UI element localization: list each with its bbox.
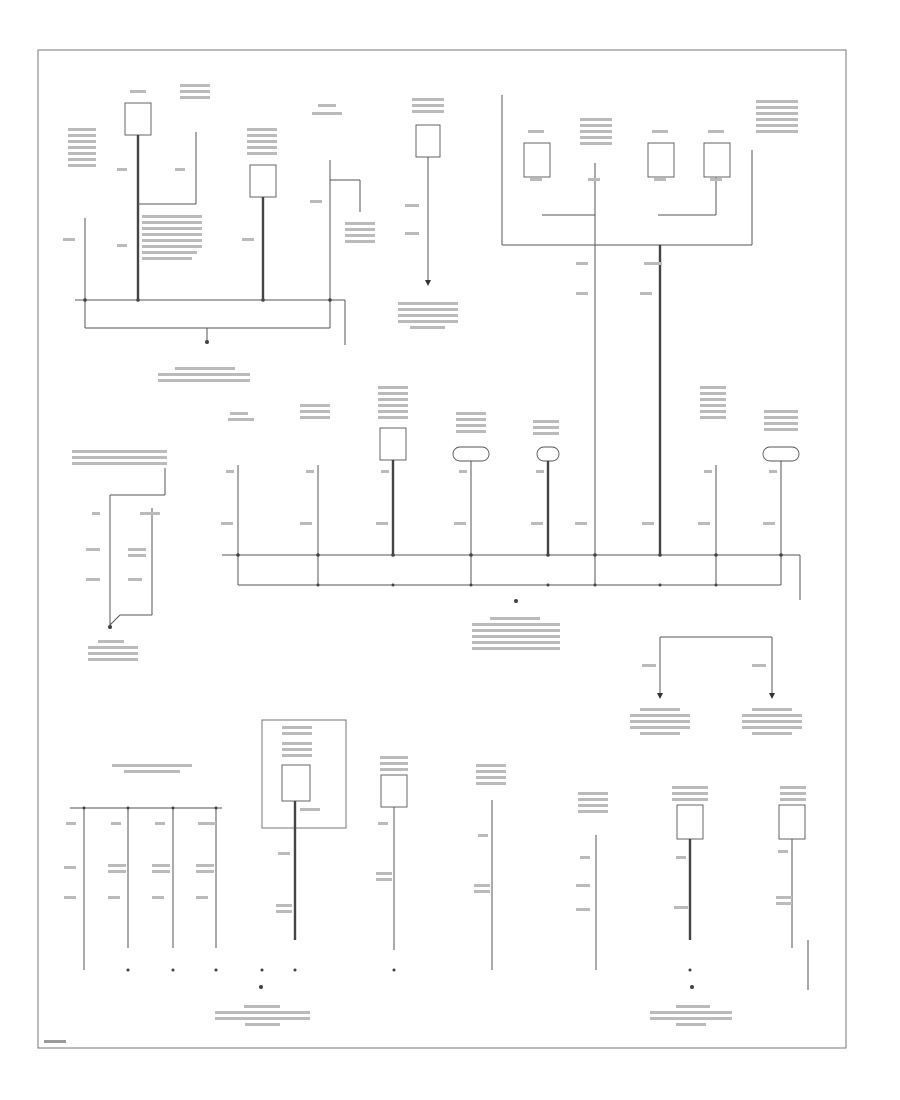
component-box [647,142,675,178]
splice-dot [261,298,265,302]
ground-point [690,985,694,989]
splice-dot [136,298,140,302]
right-branch-ground [630,636,802,735]
faint-labels [398,98,458,329]
faint-labels [630,664,802,735]
ground-arrow [425,280,431,286]
ground-point [205,340,209,344]
diagram-border [37,49,847,1049]
splice-dots [236,553,783,587]
splice-dots [82,806,297,972]
component-box [249,164,277,198]
ground-arrow [657,693,663,699]
component-box [703,142,731,178]
splice-dot [688,968,692,972]
left-middle-ground [72,450,167,661]
module-frame [261,719,347,829]
ground-point [514,599,518,603]
component-connector [762,446,800,462]
ground-wire [109,614,121,626]
component-connector [536,446,560,462]
faint-labels [63,84,375,382]
component-box [778,804,806,840]
bottom-left-ground-group [64,719,347,1026]
component-box [281,764,311,802]
splice-dot [392,968,396,972]
component-box [380,774,408,808]
faint-labels [650,786,806,1026]
component-box [523,142,551,178]
top-right-ground-group [501,95,798,585]
component-box [379,427,407,461]
splice-dot [328,298,332,302]
bottom-right-ground-group [650,786,809,1026]
faint-labels [528,100,798,295]
middle-ground-bus [221,386,801,650]
faint-labels [221,386,798,650]
component-box [124,102,152,136]
bottom-center-grounds [376,756,608,972]
faint-labels [376,756,608,911]
component-box [415,124,441,158]
splice-dot [83,298,87,302]
top-center-ground [398,98,458,329]
figure-code-mark [44,1040,66,1043]
component-box [676,804,704,840]
top-left-ground-group [63,84,375,382]
ground-point [259,985,263,989]
faint-labels [64,726,320,1026]
component-connector [452,446,490,462]
ground-arrow [769,693,775,699]
ground-point [108,625,112,629]
faint-labels [72,450,167,661]
